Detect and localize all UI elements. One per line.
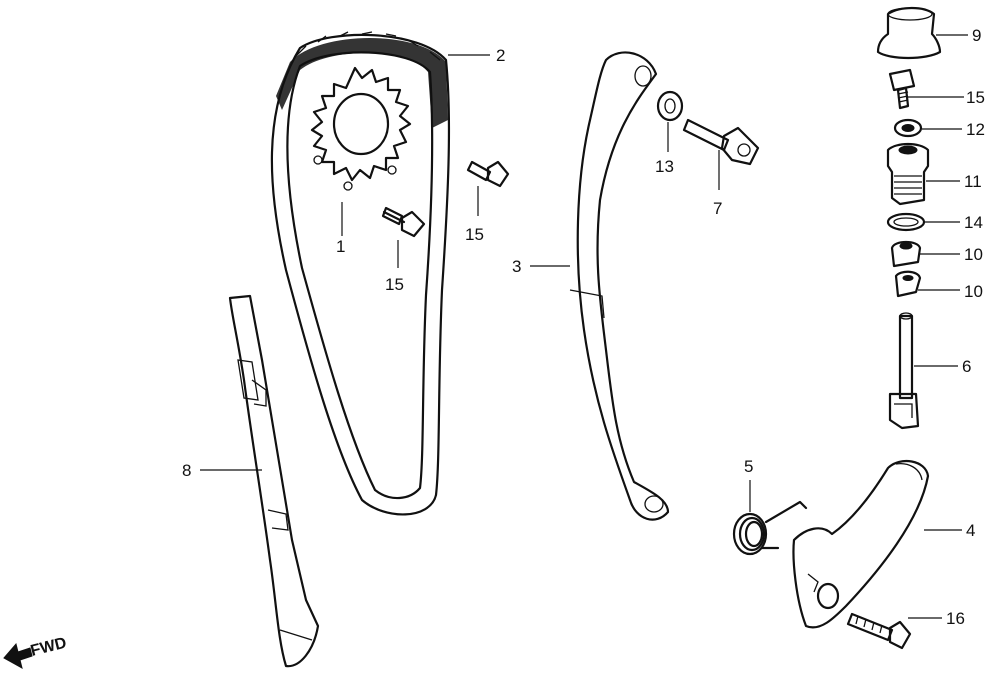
tensioner-arm xyxy=(792,459,930,629)
callout-12: 12 xyxy=(966,120,985,139)
tensioner-adjuster-body xyxy=(886,142,930,206)
callout-7: 7 xyxy=(713,199,722,218)
sprocket-bolt-right xyxy=(466,160,510,188)
cam-sprocket xyxy=(310,66,412,191)
callout-2: 2 xyxy=(496,46,505,65)
tensioner-bolt xyxy=(888,68,916,110)
chain-guide xyxy=(569,51,670,521)
tensioner-arm-bolt xyxy=(846,612,912,650)
tensioner-cap-nut xyxy=(876,6,942,60)
guide-pivot-bolt xyxy=(682,118,760,166)
tensioner-collar-lower xyxy=(894,270,922,298)
callout-6: 6 xyxy=(962,357,971,376)
tensioner-o-ring xyxy=(886,212,926,232)
sealing-washer xyxy=(656,90,684,122)
callout-11: 11 xyxy=(964,172,982,191)
callout-3: 3 xyxy=(512,257,521,276)
callout-4: 4 xyxy=(966,521,975,540)
callout-5: 5 xyxy=(744,457,753,476)
callout-10b: 10 xyxy=(964,282,983,301)
tensioner-push-rod xyxy=(888,312,920,430)
callout-13: 13 xyxy=(655,157,674,176)
tensioner-slipper xyxy=(228,294,320,668)
callout-8: 8 xyxy=(182,461,191,480)
callout-15c: 15 xyxy=(385,275,404,294)
callout-15b: 15 xyxy=(465,225,484,244)
sprocket-bolt-left xyxy=(381,206,426,238)
tensioner-washer xyxy=(893,118,923,138)
fwd-label: FWD xyxy=(29,635,68,660)
fwd-arrow-icon xyxy=(3,642,33,669)
callout-1: 1 xyxy=(336,237,345,256)
callout-16: 16 xyxy=(946,609,965,628)
tensioner-collar-upper xyxy=(890,240,922,268)
cam-chain xyxy=(270,31,451,516)
callout-14: 14 xyxy=(964,213,983,232)
callout-15a: 15 xyxy=(966,88,985,107)
callout-10a: 10 xyxy=(964,245,983,264)
callout-9: 9 xyxy=(972,26,981,45)
tensioner-spring xyxy=(732,500,808,556)
